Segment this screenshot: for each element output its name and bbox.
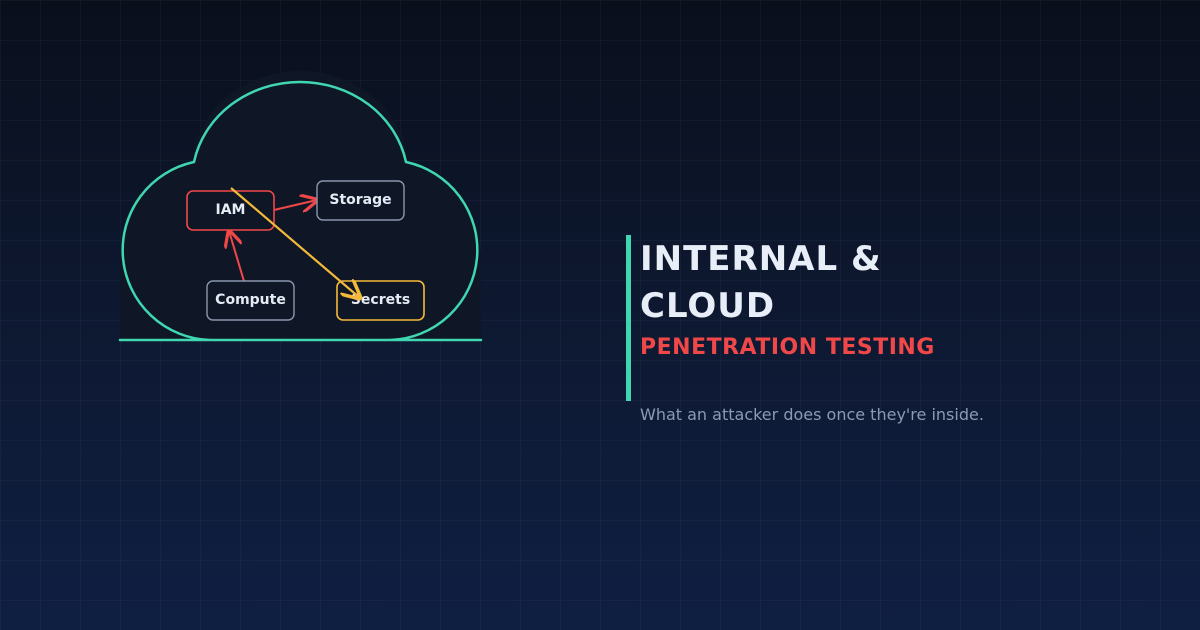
node-compute-label: Compute <box>215 292 286 308</box>
node-secrets-label: Secrets <box>351 292 410 308</box>
page-title-line-1: INTERNAL & <box>640 239 882 279</box>
page-tagline: What an attacker does once they're insid… <box>640 405 984 424</box>
node-compute[interactable]: Compute <box>206 280 295 321</box>
page-title-line-2: CLOUD <box>640 286 776 326</box>
title-accent-bar <box>626 235 631 401</box>
node-secrets[interactable]: Secrets <box>336 280 425 321</box>
page-title: INTERNAL & CLOUD <box>640 236 1160 330</box>
page-subtitle: PENETRATION TESTING <box>640 335 935 360</box>
node-iam-label: IAM <box>216 202 246 218</box>
cloud-fill <box>120 71 481 340</box>
node-storage-label: Storage <box>329 192 391 208</box>
node-iam[interactable]: IAM <box>186 190 275 231</box>
arrow-iam-to-storage <box>273 200 317 210</box>
arrow-iam-to-secrets <box>230 187 360 298</box>
cloud-outline <box>118 80 483 342</box>
node-storage[interactable]: Storage <box>316 180 405 221</box>
